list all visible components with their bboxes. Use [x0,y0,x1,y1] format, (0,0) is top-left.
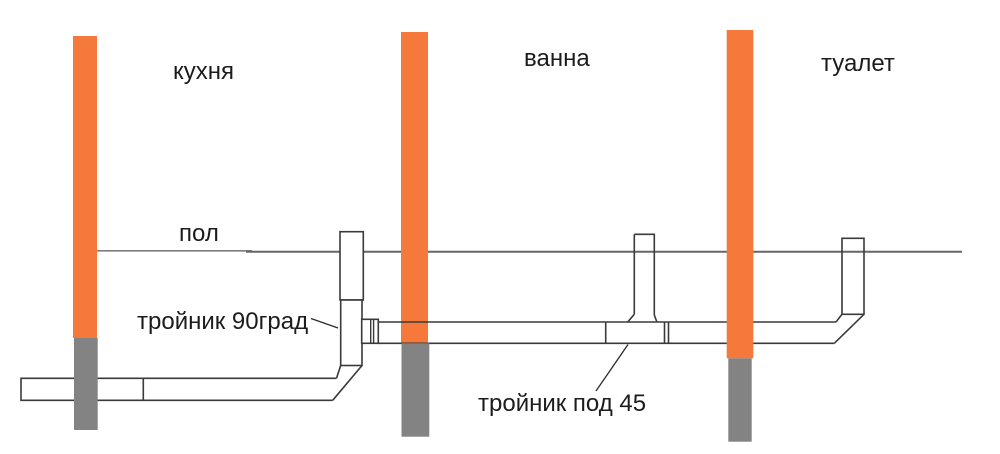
kitchen-horizontal-pipe [20,377,337,402]
tee-45-leader-line [595,344,629,392]
riser-bath-orange [401,32,428,344]
label-tee-90: тройник 90град [137,308,308,335]
label-tee-45: тройник под 45 [478,390,646,417]
floor-line [96,250,962,253]
label-kitchen: кухня [173,58,234,85]
label-bath: ванна [524,45,590,72]
toilet-elbow [833,237,865,344]
tee-90-body [339,299,363,367]
riser-kitchen-gray [74,338,98,430]
label-floor: пол [179,220,219,247]
tee-90-leader-line [310,317,339,329]
tee-45-branch [627,233,658,323]
label-toilet: туалет [821,50,895,77]
tee-90-fitting [332,230,380,401]
riser-kitchen-orange [73,36,97,338]
riser-bath-gray [401,343,430,437]
tee-90-upper-socket [339,230,365,301]
riser-toilet-gray [728,358,752,442]
main-horizontal-pipe [378,321,836,345]
tee-90-elbow-edges [332,364,363,401]
riser-toilet-orange [726,30,754,359]
pipe-coupling-socket [360,318,380,345]
